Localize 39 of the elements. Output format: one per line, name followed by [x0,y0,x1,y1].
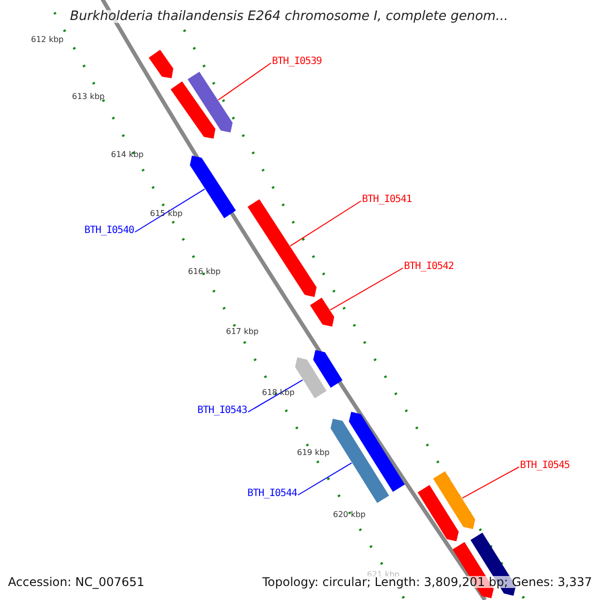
gene-block [188,72,233,132]
leader-line [248,379,304,412]
leader-line [462,466,520,499]
tick-label: 618 kbp [262,389,295,397]
gene-label: BTH_I0540 [84,226,134,236]
gene-block [348,412,405,492]
tick-label: 621 kbp [367,571,400,579]
leader-line [290,200,362,246]
gene-block [148,50,174,78]
tick-label: 613 kbp [72,93,105,101]
gene-block [433,471,476,530]
leader-line [330,268,404,310]
footer-text: Accession: NC_007651 [8,576,144,588]
leader-line [134,188,206,232]
title: Burkholderia thailandensis E264 chromosome I, complete genom... [70,10,508,23]
tick-label: 612 kbp [31,36,64,44]
gene-label: BTH_I0539 [272,57,322,67]
leader-line [218,62,272,100]
tick-label: 620 kbp [333,511,366,519]
tick-label: 619 kbp [297,449,330,457]
gene-label: BTH_I0541 [362,195,412,205]
gene-label: BTH_I0544 [247,489,297,499]
tick-label: 616 kbp [188,268,221,276]
leader-line [298,462,352,496]
tick-label: 614 kbp [111,151,144,159]
gene-label: BTH_I0542 [404,262,454,272]
gene-block [330,418,390,503]
gene-block [418,485,459,542]
gene-block [170,81,216,139]
gene-block [295,357,327,398]
gene-block [190,156,236,218]
tick-label: 617 kbp [226,328,259,336]
gene-label: BTH_I0543 [197,406,247,416]
gene-label: BTH_I0545 [520,461,570,471]
gene-block [313,350,342,388]
tick-label: 615 kbp [150,210,183,218]
footer-text: Topology: circular; Length: 3,809,201 bp; Genes: 3,337 [262,576,592,588]
gene-block [248,199,317,297]
gene-block [310,298,334,327]
